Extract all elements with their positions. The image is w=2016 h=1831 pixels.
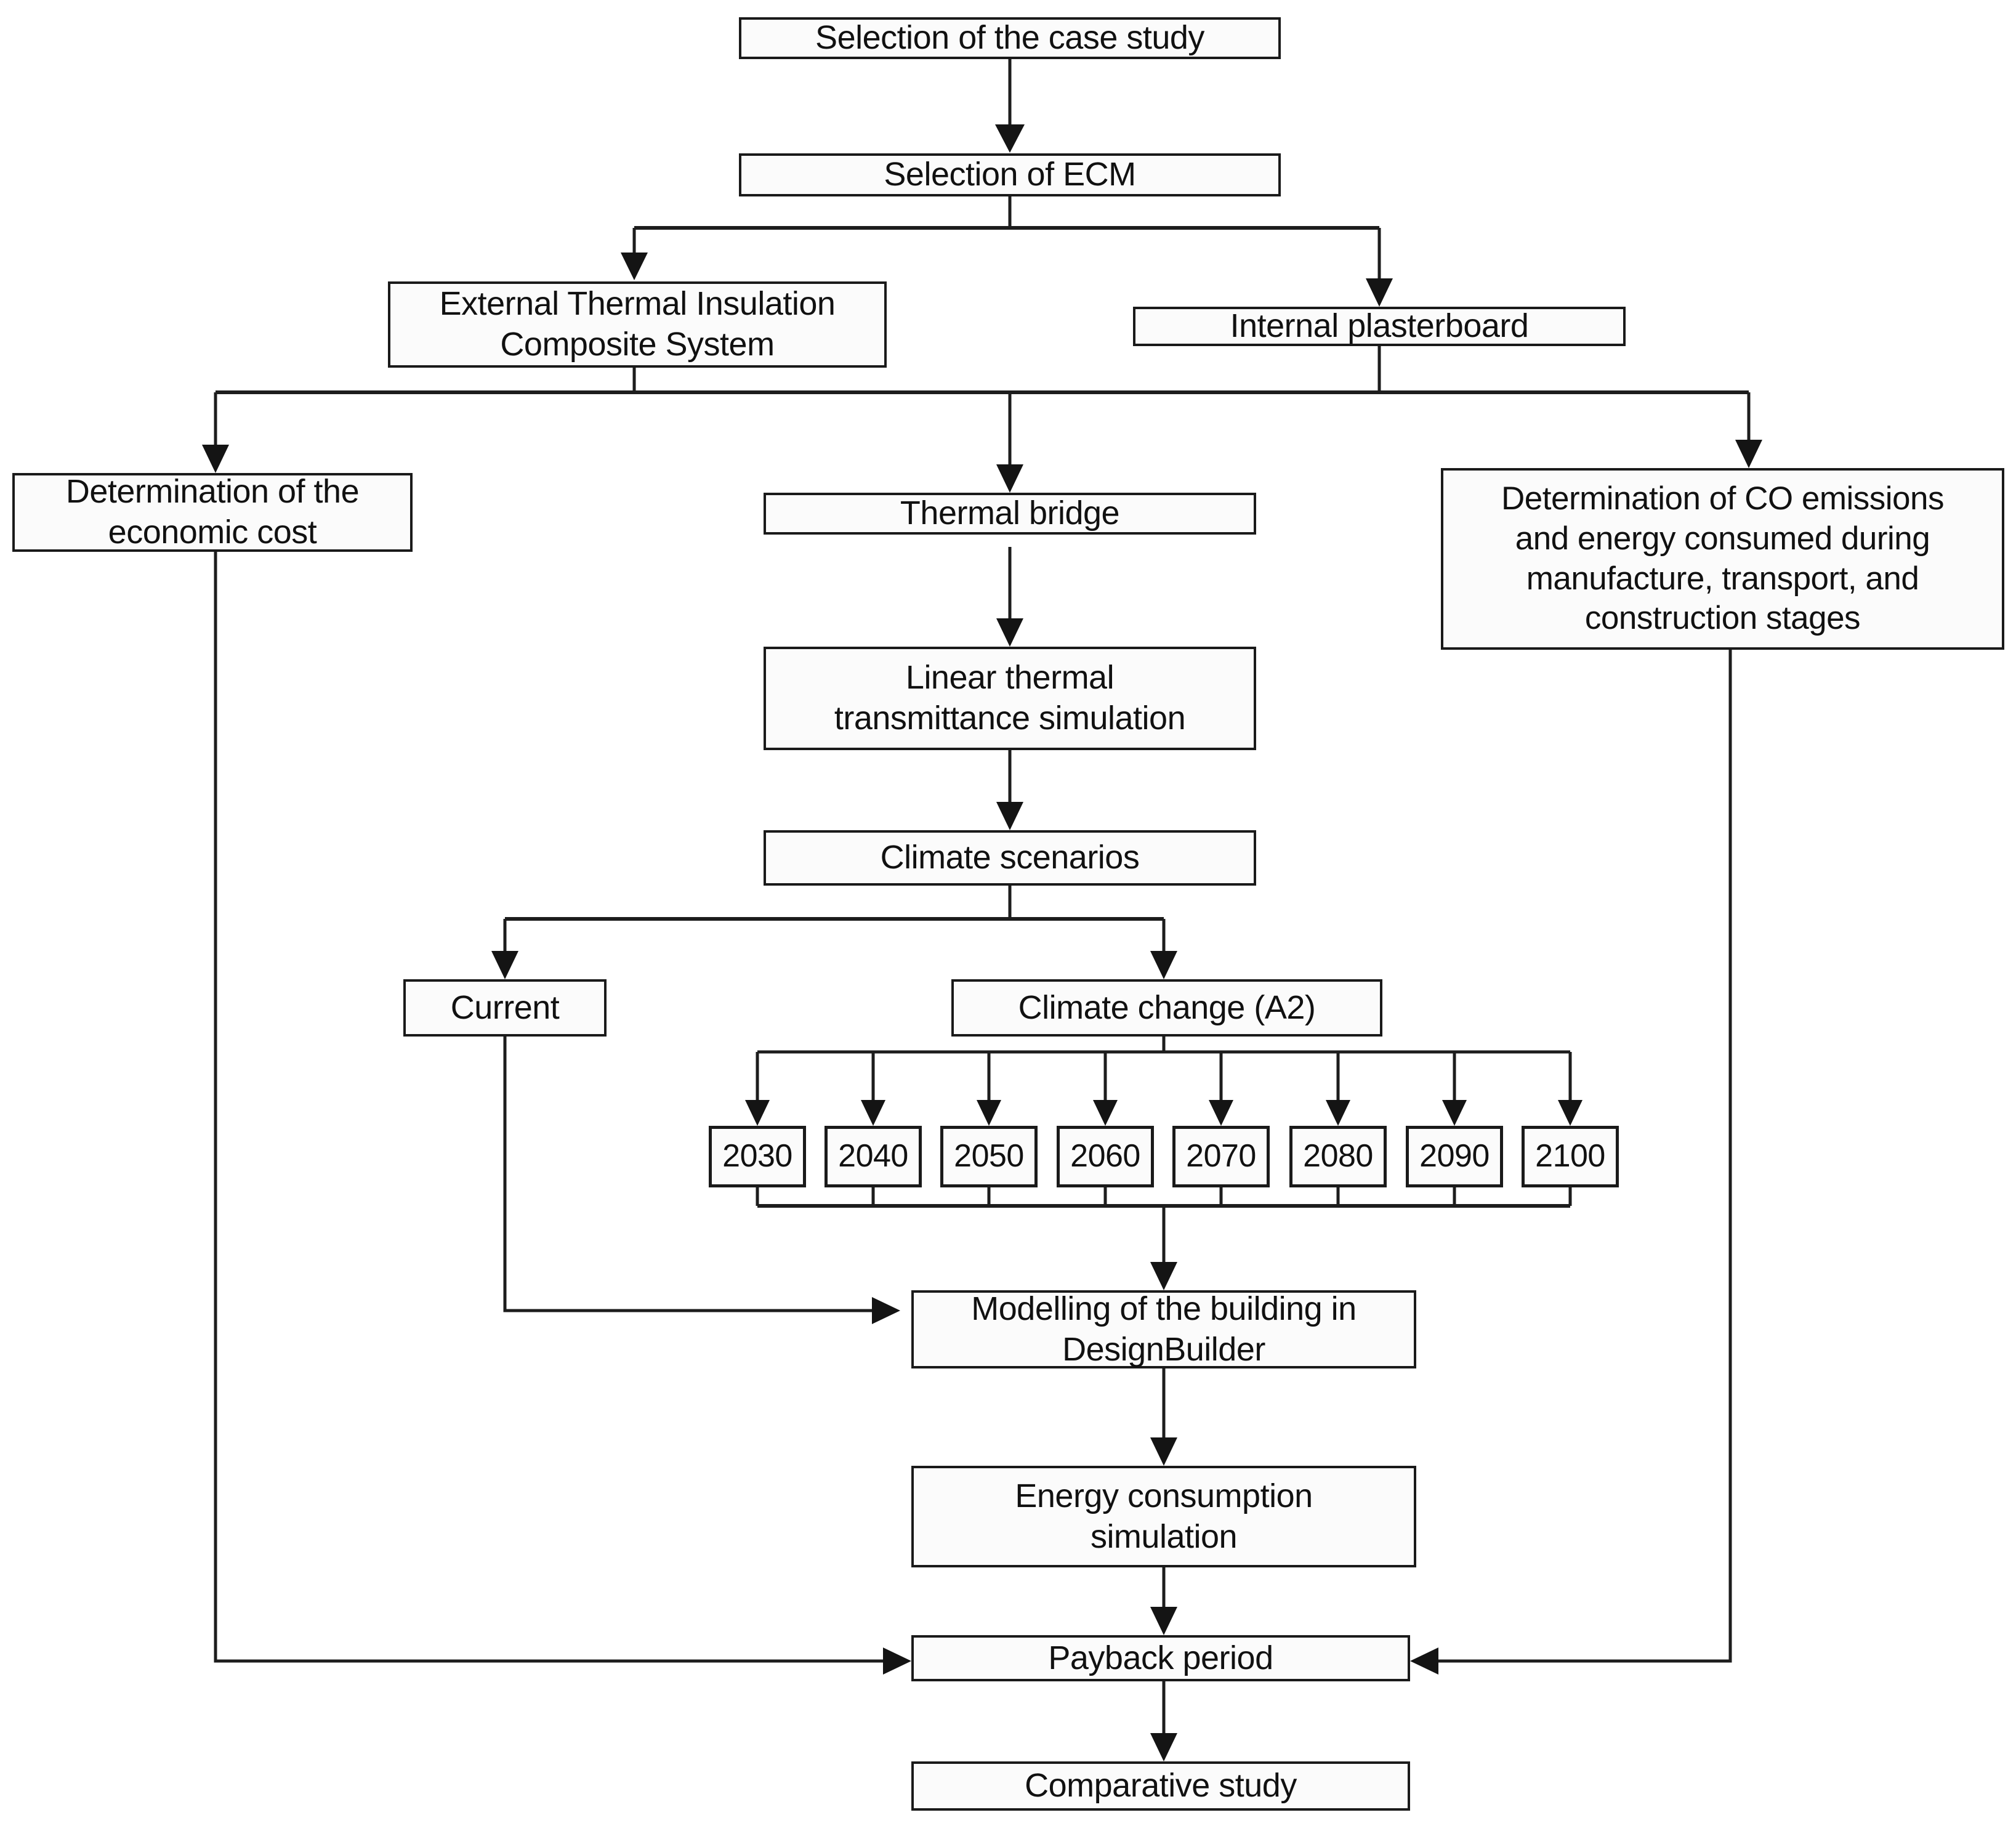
arrowhead-co — [1735, 440, 1762, 468]
arrowhead-comparative — [1150, 1733, 1177, 1761]
node-thermal-bridge[interactable]: Thermal bridge — [764, 493, 1256, 535]
node-etics[interactable]: External Thermal Insulation Composite Sy… — [388, 281, 887, 368]
arrowhead-year-6 — [1442, 1100, 1467, 1126]
arrowhead-etics — [621, 253, 648, 280]
arrowhead-year-2 — [977, 1100, 1001, 1126]
node-year-2050-label: 2050 — [954, 1138, 1024, 1174]
node-current[interactable]: Current — [403, 979, 607, 1037]
node-economic-cost-label: Determination of the economic cost — [65, 473, 360, 551]
node-year-2080[interactable]: 2080 — [1289, 1126, 1387, 1187]
arrowhead-thermal-bridge — [996, 464, 1023, 493]
node-climate-scenarios[interactable]: Climate scenarios — [764, 830, 1256, 886]
node-current-label: Current — [450, 988, 560, 1026]
arrowhead-year-5 — [1326, 1100, 1350, 1126]
node-year-2030-label: 2030 — [722, 1138, 792, 1174]
node-year-2070-label: 2070 — [1186, 1138, 1256, 1174]
node-etics-label: External Thermal Insulation Composite Sy… — [439, 285, 836, 363]
node-case-study-label: Selection of the case study — [815, 19, 1204, 57]
node-payback-label: Payback period — [1048, 1639, 1273, 1676]
arrowhead-payback-right — [1410, 1647, 1438, 1675]
node-year-2040[interactable]: 2040 — [825, 1126, 922, 1187]
node-payback[interactable]: Payback period — [911, 1635, 1410, 1681]
arrowhead-economic-cost — [202, 445, 229, 473]
arrowhead-modelling-top — [1150, 1262, 1177, 1290]
node-energy-simulation-label: Energy consumption simulation — [1015, 1477, 1313, 1555]
node-comparative-study-label: Comparative study — [1025, 1767, 1297, 1805]
arrowhead-year-7 — [1558, 1100, 1583, 1126]
node-internal-plasterboard[interactable]: Internal plasterboard — [1133, 307, 1626, 346]
node-year-2070[interactable]: 2070 — [1172, 1126, 1270, 1187]
node-ecm-label: Selection of ECM — [884, 156, 1136, 193]
node-year-2030[interactable]: 2030 — [709, 1126, 806, 1187]
arrowhead-plasterboard — [1366, 278, 1393, 307]
arrowhead-year-1 — [861, 1100, 885, 1126]
node-comparative-study[interactable]: Comparative study — [911, 1761, 1410, 1811]
node-year-2050[interactable]: 2050 — [940, 1126, 1038, 1187]
node-year-2040-label: 2040 — [838, 1138, 908, 1174]
arrowhead-ecm — [995, 124, 1025, 153]
node-climate-scenarios-label: Climate scenarios — [880, 839, 1140, 876]
edge-cost-to-payback — [214, 551, 893, 1663]
node-year-2060[interactable]: 2060 — [1057, 1126, 1154, 1187]
node-linear-transmittance-label: Linear thermal transmittance simulation — [834, 659, 1186, 737]
arrowhead-payback-left — [883, 1647, 911, 1675]
edge-co-to-payback — [1429, 650, 1732, 1663]
node-energy-simulation[interactable]: Energy consumption simulation — [911, 1466, 1416, 1567]
node-internal-plasterboard-label: Internal plasterboard — [1230, 307, 1529, 345]
arrowhead-scenarios — [996, 802, 1023, 830]
arrowhead-energy — [1150, 1437, 1177, 1466]
node-case-study[interactable]: Selection of the case study — [739, 17, 1281, 59]
node-year-2090[interactable]: 2090 — [1406, 1126, 1503, 1187]
arrowhead-climate-change — [1150, 951, 1177, 979]
node-year-2060-label: 2060 — [1070, 1138, 1140, 1174]
node-ecm[interactable]: Selection of ECM — [739, 153, 1281, 196]
node-year-2100[interactable]: 2100 — [1522, 1126, 1619, 1187]
node-year-2080-label: 2080 — [1303, 1138, 1373, 1174]
node-thermal-bridge-label: Thermal bridge — [900, 495, 1120, 532]
arrowhead-year-4 — [1209, 1100, 1233, 1126]
node-modelling-label: Modelling of the building in DesignBuild… — [971, 1290, 1357, 1368]
node-linear-transmittance[interactable]: Linear thermal transmittance simulation — [764, 647, 1256, 750]
arrowhead-linear — [996, 618, 1023, 647]
arrowhead-year-3 — [1093, 1100, 1118, 1126]
node-co-emissions[interactable]: Determination of CO emissions and energy… — [1441, 468, 2004, 650]
node-climate-change[interactable]: Climate change (A2) — [951, 979, 1382, 1037]
node-year-2100-label: 2100 — [1535, 1138, 1605, 1174]
arrowhead-payback-top — [1150, 1607, 1177, 1635]
node-year-2090-label: 2090 — [1419, 1138, 1490, 1174]
node-co-emissions-label: Determination of CO emissions and energy… — [1501, 480, 1944, 637]
edge-current-to-modelling — [503, 1037, 882, 1312]
node-climate-change-label: Climate change (A2) — [1018, 988, 1316, 1026]
arrowhead-year-0 — [745, 1100, 770, 1126]
arrowhead-modelling-left — [872, 1297, 900, 1324]
node-economic-cost[interactable]: Determination of the economic cost — [12, 473, 413, 552]
arrowhead-current — [491, 951, 518, 979]
node-modelling[interactable]: Modelling of the building in DesignBuild… — [911, 1290, 1416, 1368]
